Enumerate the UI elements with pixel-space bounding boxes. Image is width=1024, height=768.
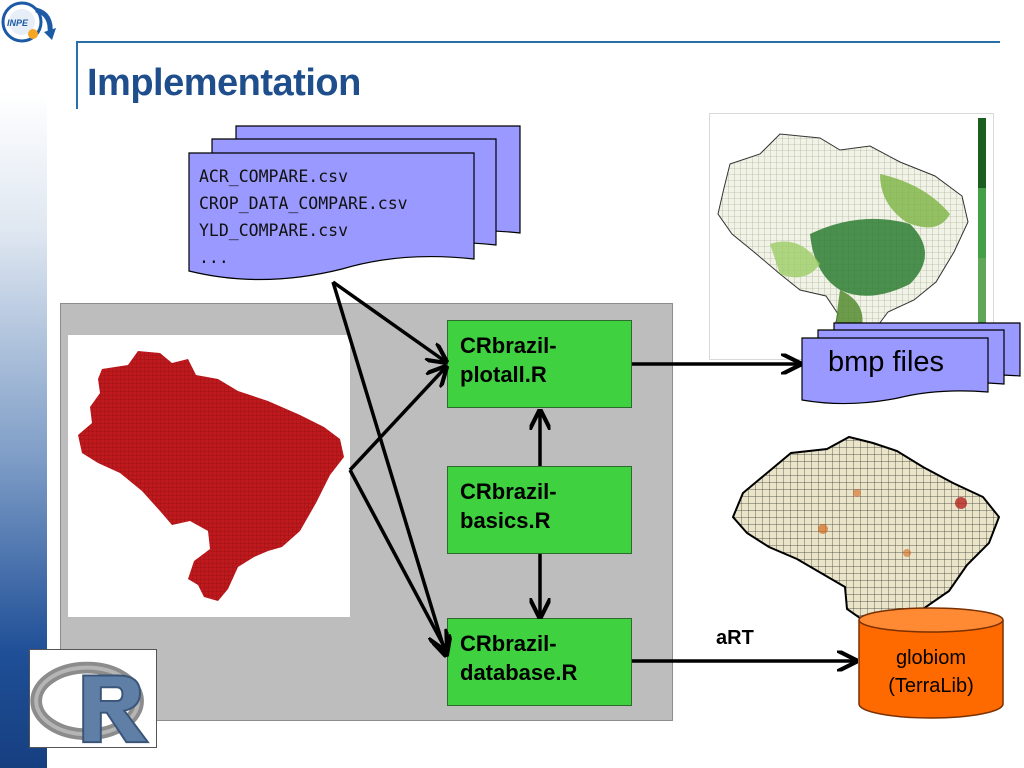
header-rule bbox=[78, 41, 1000, 43]
csv-file-3: YLD_COMPARE.csv bbox=[199, 221, 349, 240]
script-basics-box: CRbrazil- basics.R bbox=[447, 466, 632, 554]
crop-map-green-graphic bbox=[717, 118, 986, 351]
brazil-grid-map-image bbox=[78, 351, 344, 601]
script-plotall-box: CRbrazil- plotall.R bbox=[447, 320, 632, 408]
script-plotall-line2: plotall.R bbox=[460, 362, 547, 387]
script-basics-line1: CRbrazil- bbox=[460, 479, 557, 504]
script-database-line1: CRbrazil- bbox=[460, 631, 557, 656]
script-plotall-line1: CRbrazil- bbox=[460, 333, 557, 358]
script-basics-line2: basics.R bbox=[460, 508, 551, 533]
globiom-label-line1: globiom bbox=[895, 647, 967, 669]
globiom-label-line2: (TerraLib) bbox=[888, 675, 974, 697]
logo-text: INPE bbox=[7, 18, 29, 28]
page-title: Implementation bbox=[87, 62, 361, 104]
brazil-grid-map bbox=[68, 335, 350, 617]
csv-file-2: CROP_DATA_COMPARE.csv bbox=[199, 194, 408, 213]
csv-file-1: ACR_COMPARE.csv bbox=[199, 167, 349, 186]
globiom-database-label: globiom (TerraLib) bbox=[862, 644, 1000, 700]
database-cylinder-icon bbox=[858, 607, 1004, 719]
script-database-box: CRbrazil- database.R bbox=[447, 618, 632, 706]
inpe-logo-icon: INPE bbox=[1, 1, 56, 43]
terralib-map-image bbox=[727, 433, 1002, 633]
bmp-files-label: bmp files bbox=[828, 346, 945, 378]
bmp-document-stack-icon bbox=[801, 322, 1021, 405]
script-database-line2: database.R bbox=[460, 660, 578, 685]
csv-file-list: ACR_COMPARE.csv CROP_DATA_COMPARE.csv YL… bbox=[199, 163, 408, 271]
csv-file-more: ... bbox=[199, 248, 229, 267]
terralib-map-graphic bbox=[731, 435, 1001, 625]
crop-map-green-image bbox=[709, 113, 994, 360]
r-language-logo-icon bbox=[29, 649, 157, 748]
side-gradient-bar bbox=[0, 0, 47, 768]
art-connector-label: aRT bbox=[716, 627, 754, 649]
document-stack-icon bbox=[188, 125, 521, 281]
header-vertical-rule bbox=[76, 41, 78, 109]
